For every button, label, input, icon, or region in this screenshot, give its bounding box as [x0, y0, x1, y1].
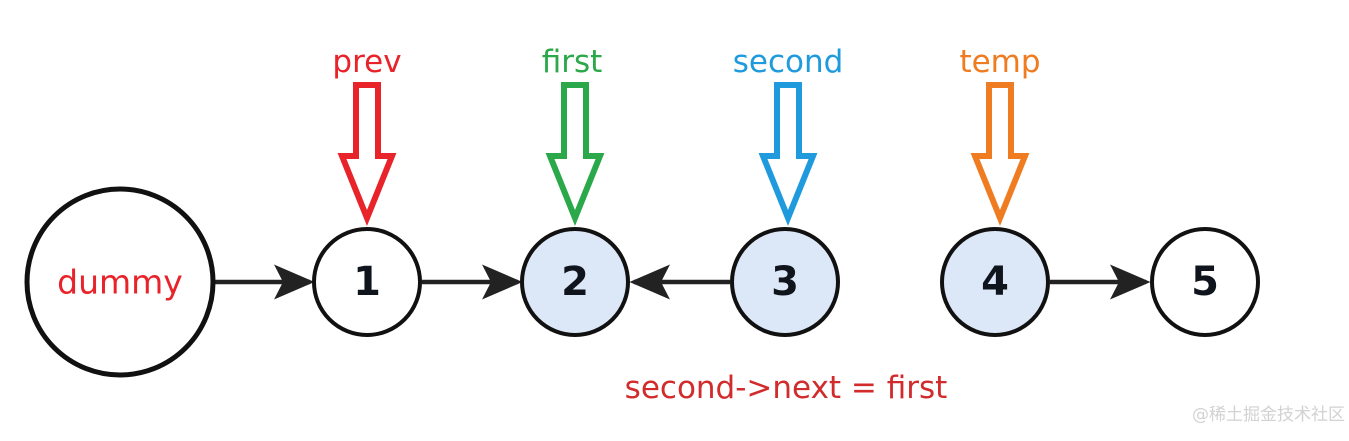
node-label: 3 — [771, 259, 799, 305]
ptr-temp-label: temp — [959, 44, 1040, 80]
node-n1: 1 — [312, 227, 422, 337]
node-circle — [1150, 227, 1260, 337]
ptr-temp: temp — [959, 44, 1041, 227]
node-circle — [520, 227, 630, 337]
node-label: 2 — [561, 259, 589, 305]
node-dummy: dummy — [24, 186, 216, 378]
caption-text: second->next = first — [625, 370, 948, 406]
ptr-prev-arrow-icon — [337, 82, 397, 227]
ptr-second: second — [733, 44, 844, 227]
node-label: 4 — [981, 259, 1009, 305]
ptr-first-arrow-icon — [545, 82, 605, 227]
node-circle — [940, 227, 1050, 337]
node-n5: 5 — [1150, 227, 1260, 337]
ptr-temp-arrow-icon — [970, 82, 1030, 227]
node-n2: 2 — [520, 227, 630, 337]
node-label: 5 — [1191, 259, 1219, 305]
ptr-first: first — [542, 44, 605, 227]
node-circle — [24, 186, 216, 378]
node-n4: 4 — [940, 227, 1050, 337]
pointers-layer: prev first second temp — [332, 44, 1041, 227]
node-label: dummy — [57, 263, 183, 302]
nodes-layer: dummy 1 2 3 4 5 — [24, 186, 1260, 378]
ptr-prev-label: prev — [332, 44, 401, 80]
ptr-second-arrow-icon — [758, 82, 818, 227]
node-circle — [730, 227, 840, 337]
node-label: 1 — [353, 259, 381, 305]
ptr-second-label: second — [733, 44, 844, 80]
watermark: @稀土掘金技术社区 — [1192, 405, 1345, 425]
node-n3: 3 — [730, 227, 840, 337]
ptr-first-label: first — [542, 44, 603, 80]
node-circle — [312, 227, 422, 337]
ptr-prev: prev — [332, 44, 402, 227]
